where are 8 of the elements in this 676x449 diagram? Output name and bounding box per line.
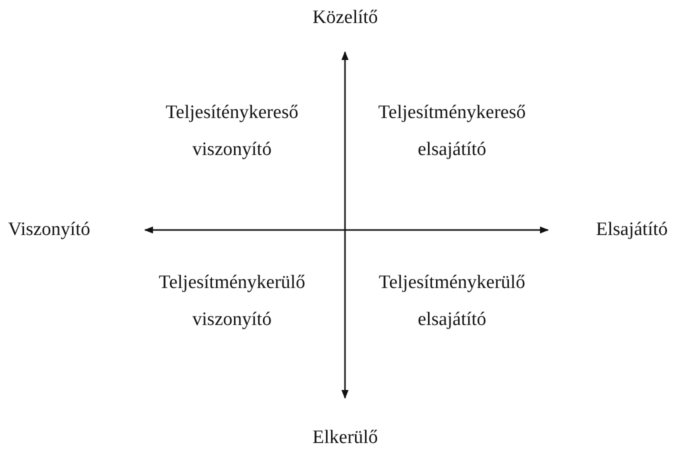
quadrant-label: Teljesítménykerülő elsajátító xyxy=(378,271,526,332)
quadrant-label: Teljesíténykereső viszonyító xyxy=(164,101,300,162)
axis-end-label: Elkerülő xyxy=(312,427,378,449)
axis-end-label: Viszonyító xyxy=(8,219,90,241)
axis-end-label: Közelítő xyxy=(312,7,378,29)
axis-end-label: Elsajátító xyxy=(596,219,668,241)
quadrant-label: Teljesítménykereső elsajátító xyxy=(377,101,527,162)
quadrant-label: Teljesítménykerülő viszonyító xyxy=(158,271,306,332)
